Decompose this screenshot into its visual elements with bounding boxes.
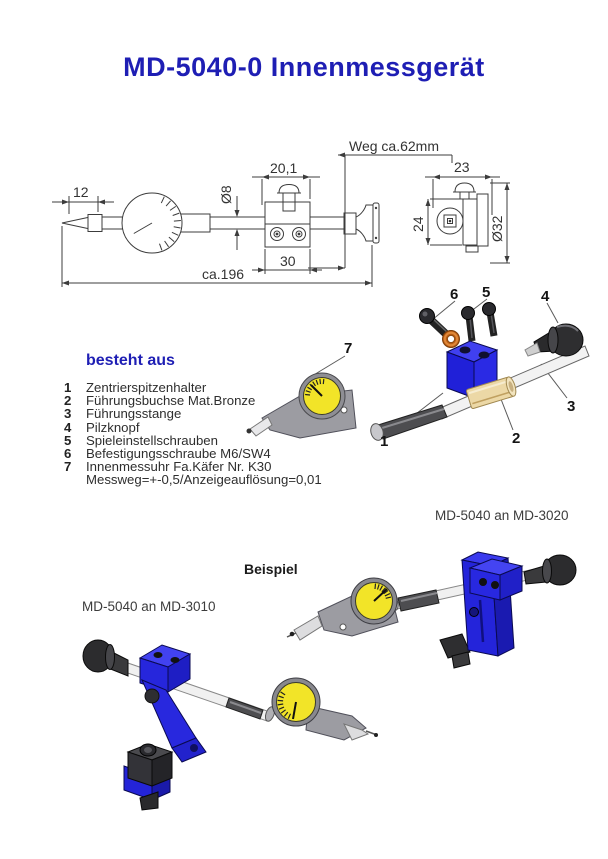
parts-list-item: 6 Befestigungsschraube M6/SW4 bbox=[64, 447, 364, 460]
rod-end-ferrule bbox=[370, 423, 384, 441]
parts-list-item: 4 Pilzknopf bbox=[64, 419, 364, 435]
gauge-ticks bbox=[277, 691, 292, 720]
part-label: Pilzknopf bbox=[86, 419, 140, 435]
side-view-drawing: 23 24 Ø32 bbox=[410, 159, 510, 264]
blue-clamp-block bbox=[468, 558, 524, 601]
dial-gauge-3d bbox=[246, 372, 357, 439]
assembly-md3020 bbox=[286, 551, 577, 669]
gauge-stylus bbox=[249, 416, 273, 437]
centering-tip bbox=[61, 216, 91, 230]
part-number: 2 bbox=[64, 393, 72, 409]
front-view-drawing: 12 Ø8 20,1 30 bbox=[52, 138, 453, 287]
callout-6: 6 bbox=[450, 286, 458, 303]
bronze-bushing bbox=[466, 376, 517, 409]
example-caption: Beispiel bbox=[244, 561, 298, 577]
dim-travel: Weg ca.62mm bbox=[308, 138, 453, 271]
dim-label-196: ca.196 bbox=[202, 266, 244, 282]
dim-label-24: 24 bbox=[410, 216, 426, 232]
part-label: Befestigungsschraube M6/SW4 bbox=[86, 446, 271, 462]
dim-label-23: 23 bbox=[454, 159, 470, 175]
dim-label-weg: Weg ca.62mm bbox=[349, 138, 439, 154]
adjusting-screws bbox=[461, 302, 498, 342]
dim-rod-diameter: Ø8 bbox=[218, 185, 240, 250]
dim-label-d8: Ø8 bbox=[218, 185, 234, 204]
parts-list-item: 3 Führungsstange bbox=[64, 407, 364, 420]
magnet-base bbox=[123, 743, 174, 811]
dim-label-12: 12 bbox=[73, 184, 89, 200]
callout-3: 3 bbox=[567, 398, 575, 415]
column-foot bbox=[439, 633, 471, 659]
callout-1: 1 bbox=[380, 433, 388, 450]
dim-label-d32: Ø32 bbox=[489, 215, 505, 242]
copper-washer bbox=[442, 330, 460, 348]
dial-indicator-front bbox=[121, 192, 183, 254]
assembly-md3010 bbox=[82, 639, 378, 811]
fastening-screw bbox=[419, 308, 450, 338]
dim-side-height: 24 bbox=[410, 198, 462, 246]
dial-ticks bbox=[159, 196, 181, 251]
parts-list-heading: besteht aus bbox=[86, 352, 175, 369]
part-label: Spieleinstellschrauben bbox=[86, 432, 218, 448]
parts-list-item: 1 Zentrierspitzenhalter bbox=[64, 381, 364, 394]
dim-label-30: 30 bbox=[280, 253, 296, 269]
part-label: Messweg=+-0,5/Anzeigeauflösung=0,01 bbox=[86, 472, 322, 488]
part-number: 4 bbox=[64, 419, 72, 435]
rod-sleeve bbox=[225, 697, 264, 720]
exploded-view: 6 5 4 7 1 2 3 bbox=[246, 284, 590, 450]
part-number: 5 bbox=[64, 432, 72, 448]
knob-right bbox=[523, 554, 577, 586]
dial-gauge-md3020 bbox=[286, 577, 399, 641]
parts-list-item: 2 Führungsbuchse Mat.Bronze bbox=[64, 394, 364, 407]
dim-total-length: ca.196 bbox=[61, 226, 373, 287]
label-md3020: MD-5040 an MD-3020 bbox=[435, 508, 569, 523]
callout-5: 5 bbox=[482, 284, 490, 301]
dim-knob-diameter: Ø32 bbox=[489, 182, 510, 264]
dim-block-width: 30 bbox=[252, 249, 322, 274]
page-title: MD-5040-0 Innenmessgerät bbox=[123, 52, 485, 82]
callout-4: 4 bbox=[541, 288, 550, 305]
rod-grip-sleeve bbox=[377, 404, 448, 440]
parts-list-item: 7 Innenmessuhr Fa.Käfer Nr. K30 bbox=[64, 460, 364, 473]
callout-7: 7 bbox=[344, 340, 352, 357]
dim-slot-width: 20,1 bbox=[252, 160, 320, 205]
part-label: Führungsstange bbox=[86, 406, 182, 422]
blue-arm bbox=[141, 679, 207, 763]
dim-side-width: 23 bbox=[425, 159, 500, 215]
clamp-block-front bbox=[264, 183, 311, 248]
dial-gauge-md3010 bbox=[264, 677, 378, 741]
part-label: Zentrierspitzenhalter bbox=[86, 380, 207, 395]
label-md3010: MD-5040 an MD-3010 bbox=[82, 599, 216, 614]
part-number: 3 bbox=[64, 406, 72, 422]
parts-list-item: Messweg=+-0,5/Anzeigeauflösung=0,01 bbox=[64, 473, 364, 486]
part-number: 6 bbox=[64, 446, 72, 462]
dim-label-201: 20,1 bbox=[270, 160, 297, 176]
part-label: Führungsbuchse Mat.Bronze bbox=[86, 393, 256, 409]
part-label: Innenmessuhr Fa.Käfer Nr. K30 bbox=[86, 459, 272, 475]
parts-list-item: 5 Spieleinstellschrauben bbox=[64, 434, 364, 447]
mushroom-knob-3d bbox=[524, 323, 584, 357]
dim-tip-length: 12 bbox=[52, 184, 114, 214]
callout-2: 2 bbox=[512, 430, 520, 447]
knob-left bbox=[82, 639, 129, 677]
gauge-ticks bbox=[374, 583, 392, 599]
mushroom-knob-front bbox=[355, 202, 380, 244]
part-number: 7 bbox=[64, 459, 72, 475]
part-number: 1 bbox=[64, 380, 72, 395]
knob-stem-tip bbox=[524, 342, 541, 357]
clamp-knob-cap bbox=[278, 183, 300, 194]
